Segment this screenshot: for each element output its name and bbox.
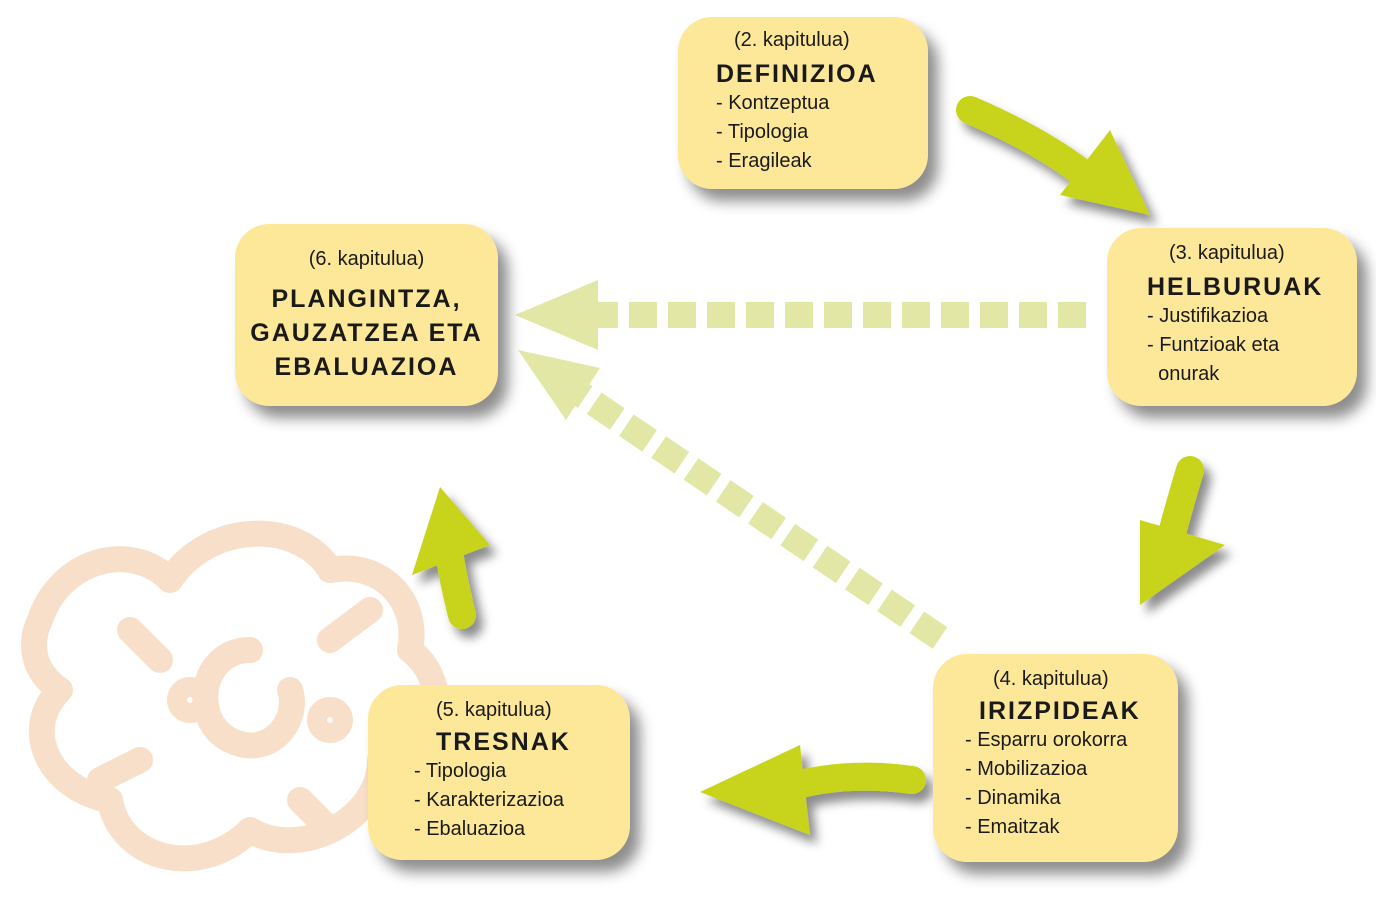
tresnak-item: - Karakterizazioa — [414, 789, 565, 811]
irizpideak-items: - Esparru orokorra - Mobilizazioa - Dina… — [965, 726, 1178, 842]
arrow-tresnak-to-plangintza — [412, 487, 490, 629]
helburuak-item: onurak — [1147, 363, 1220, 385]
definizioa-title: DEFINIZIOA — [716, 60, 878, 88]
tresnak-item: - Ebaluazioa — [414, 818, 526, 840]
definizioa-item: - Tipologia — [716, 121, 809, 143]
irizpideak-item: - Emaitzak — [965, 816, 1060, 838]
irizpideak-title: IRIZPIDEAK — [979, 697, 1141, 725]
helburuak-item: - Justifikazioa — [1147, 305, 1269, 327]
definizioa-chapter: (2. kapitulua) — [734, 29, 850, 51]
plangintza-title-line: GAUZATZEA ETA — [250, 319, 483, 347]
tresnak-item: - Tipologia — [414, 760, 507, 782]
irizpideak-item: - Mobilizazioa — [965, 758, 1088, 780]
node-helburuak: (3. kapitulua) HELBURUAK - Justifikazioa… — [1107, 228, 1357, 406]
definizioa-item: - Kontzeptua — [716, 92, 830, 114]
tresnak-chapter: (5. kapitulua) — [436, 699, 552, 721]
helburuak-title: HELBURUAK — [1147, 273, 1324, 301]
tresnak-title: TRESNAK — [436, 728, 571, 756]
plangintza-chapter: (6. kapitulua) — [308, 248, 425, 270]
node-plangintza: (6. kapitulua) PLANGINTZA, GAUZATZEA ETA… — [235, 224, 498, 406]
irizpideak-item: - Esparru orokorra — [965, 729, 1128, 751]
tresnak-items: - Tipologia - Karakterizazioa - Ebaluazi… — [414, 757, 630, 844]
definizioa-items: - Kontzeptua - Tipologia - Eragileak — [716, 89, 928, 176]
helburuak-chapter: (3. kapitulua) — [1169, 242, 1285, 264]
arrow-helburuak-to-irizpideak — [1140, 456, 1225, 605]
node-definizioa: (2. kapitulua) DEFINIZIOA - Kontzeptua -… — [678, 17, 928, 189]
node-irizpideak: (4. kapitulua) IRIZPIDEAK - Esparru orok… — [933, 654, 1178, 862]
irizpideak-chapter: (4. kapitulua) — [993, 668, 1109, 690]
arrow-irizpideak-to-tresnak — [700, 745, 926, 835]
plangintza-title-line: PLANGINTZA, — [271, 285, 462, 313]
helburuak-items: - Justifikazioa - Funtzioak eta onurak — [1147, 302, 1357, 389]
plangintza-title-line: EBALUAZIOA — [274, 353, 459, 381]
irizpideak-item: - Dinamika — [965, 787, 1061, 809]
node-tresnak: (5. kapitulua) TRESNAK - Tipologia - Kar… — [368, 685, 630, 860]
definizioa-item: - Eragileak — [716, 150, 812, 172]
arrow-definizioa-to-helburuak — [956, 96, 1150, 215]
dashed-arrow-irizpideak-to-plangintza — [518, 350, 948, 649]
helburuak-item: - Funtzioak eta — [1147, 334, 1280, 356]
dashed-arrow-helburuak-to-plangintza — [515, 280, 1086, 350]
